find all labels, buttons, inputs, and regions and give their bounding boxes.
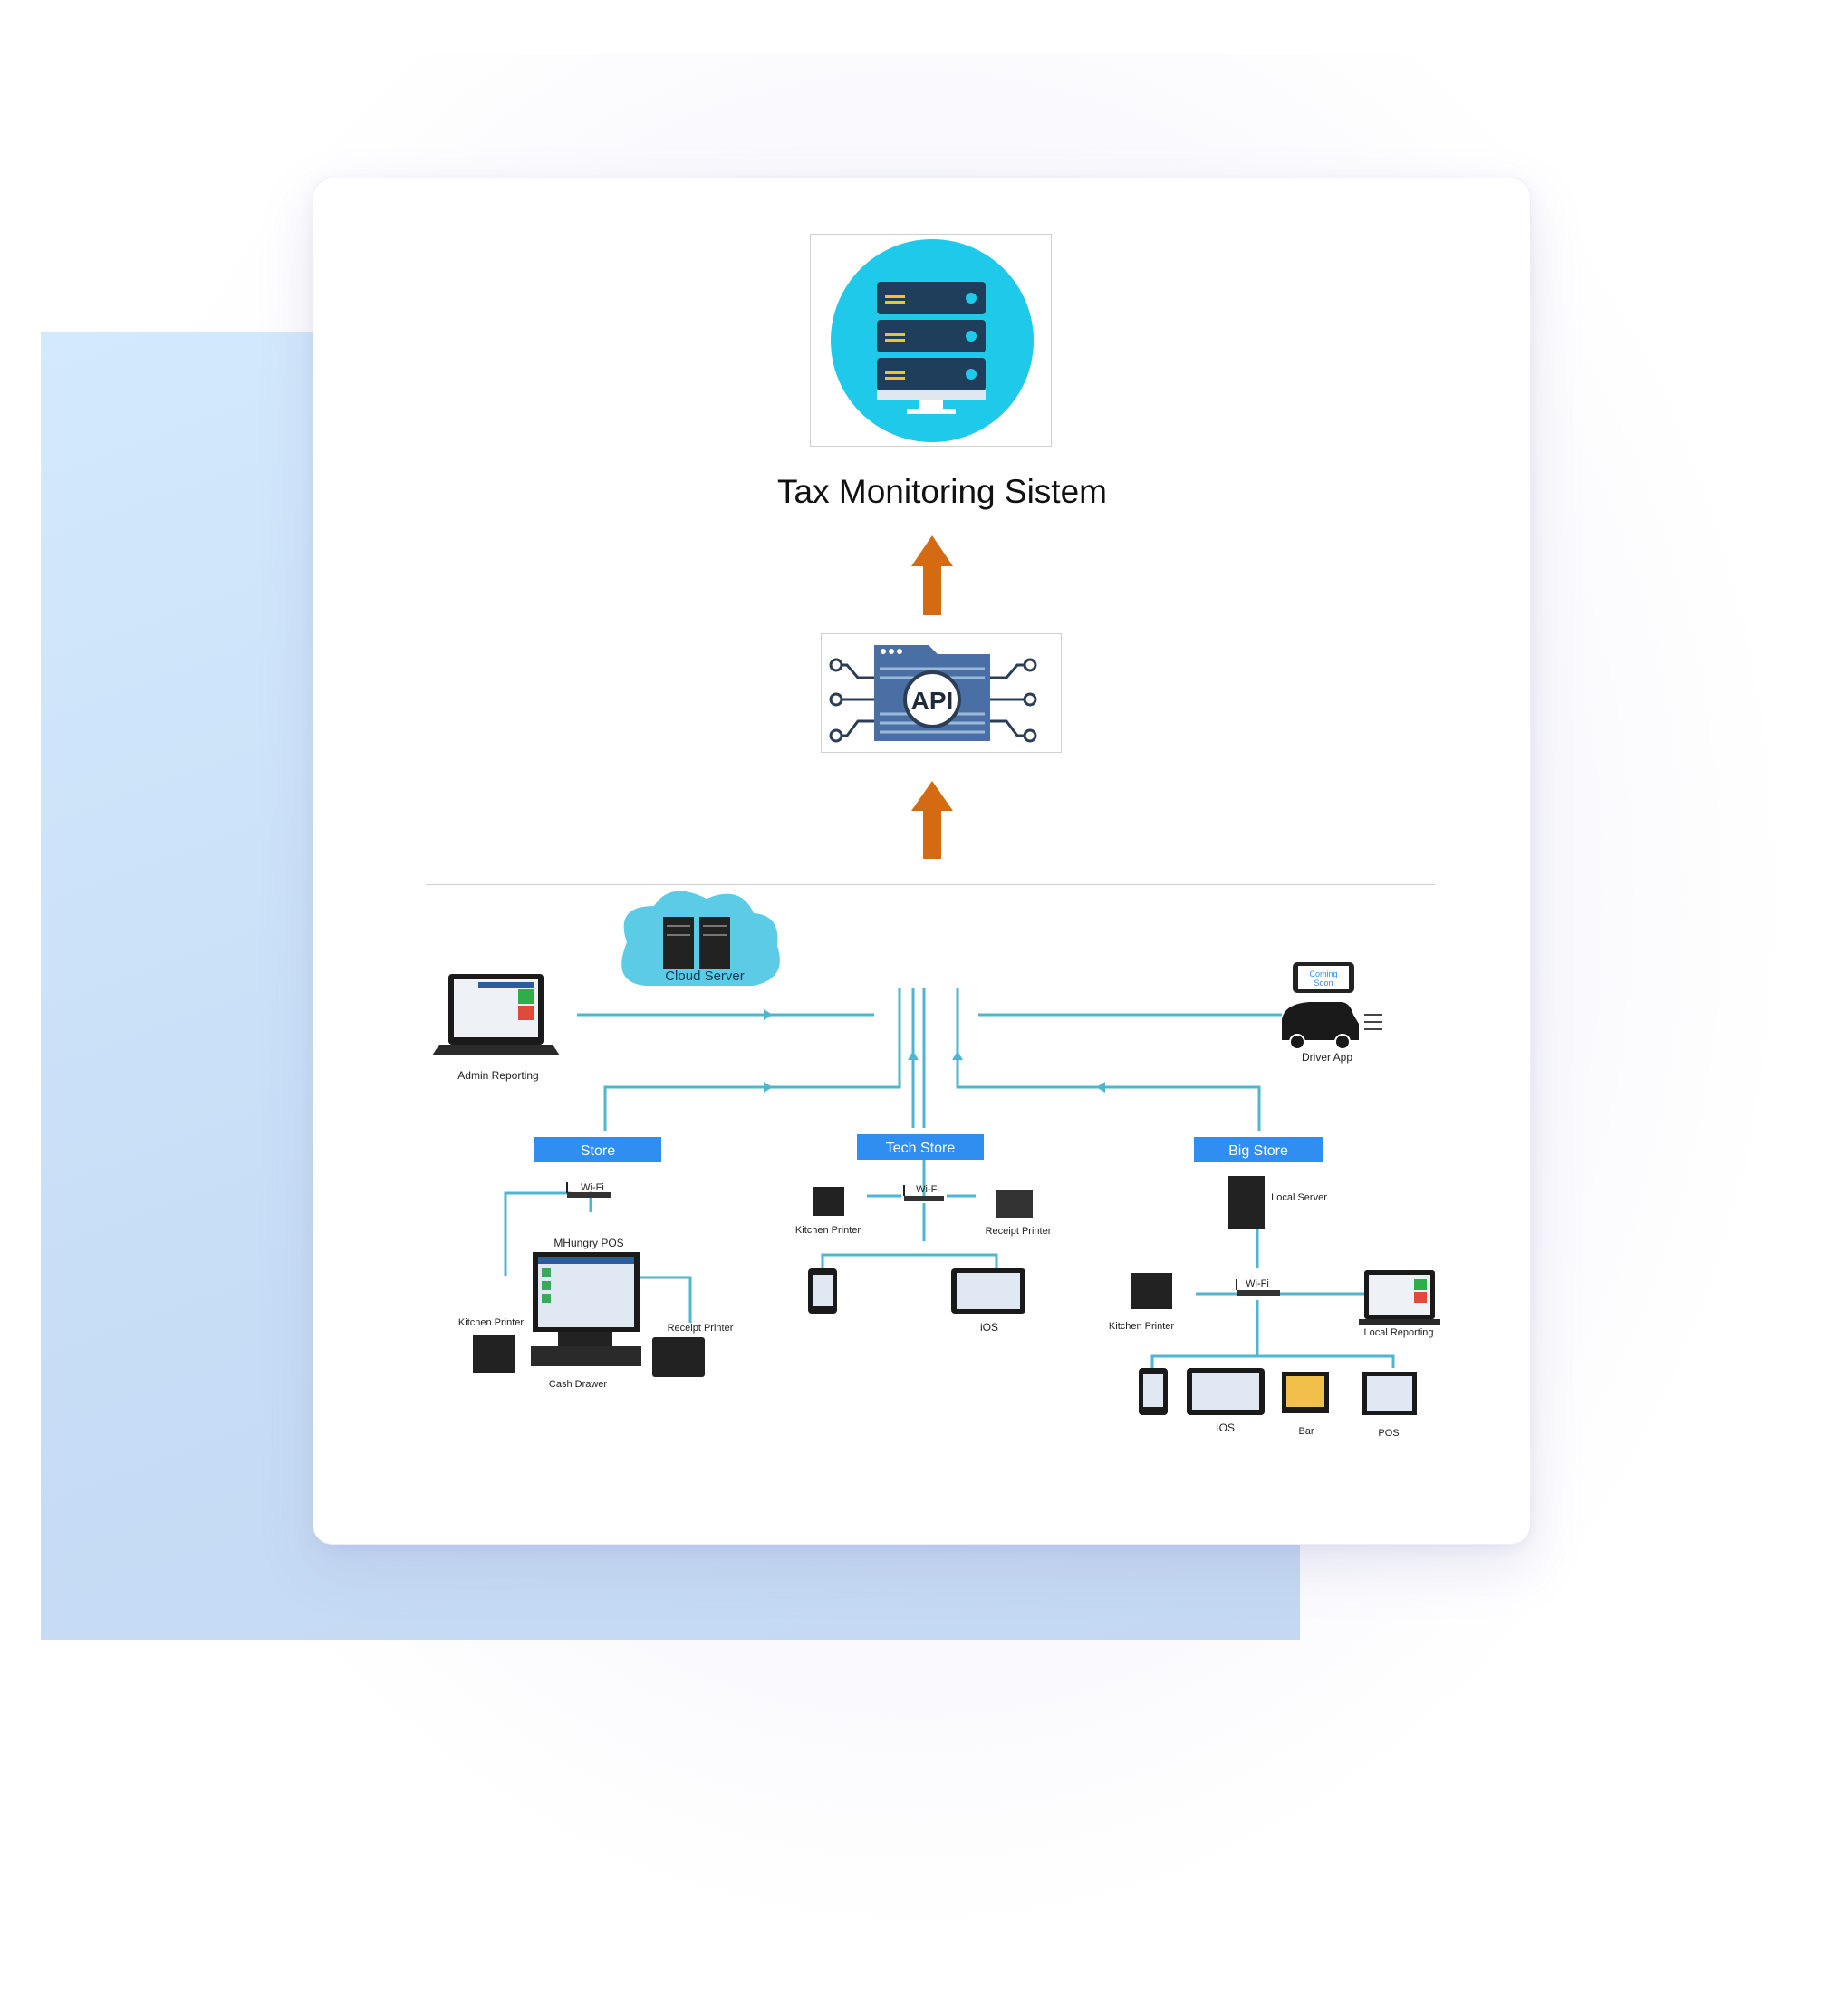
tech-store-banner <box>857 1134 984 1160</box>
bar-label: Bar <box>1298 1426 1314 1437</box>
big-store-label: Big Store <box>1228 1143 1288 1159</box>
tech-receipt-printer-icon <box>996 1190 1033 1218</box>
tech-ios-label: iOS <box>980 1321 998 1334</box>
coming-soon-text: Coming <box>1309 969 1337 978</box>
cash-drawer-label: Cash Drawer <box>549 1379 608 1390</box>
tech-store-label: Tech Store <box>886 1141 956 1156</box>
store-router-icon <box>566 1182 611 1198</box>
network-lines <box>504 988 1395 1368</box>
up-arrow-icon <box>911 781 953 859</box>
store-kitchen-printer-label: Kitchen Printer <box>458 1317 524 1328</box>
admin-laptop-icon <box>432 974 560 1055</box>
big-store-banner <box>1194 1137 1323 1162</box>
tech-wifi-label: Wi-Fi <box>916 1184 939 1195</box>
tech-kitchen-printer-label: Kitchen Printer <box>795 1225 861 1236</box>
api-icon-box: API <box>821 633 1062 753</box>
kitchen-printer-icon <box>473 1335 515 1373</box>
page-title: Tax Monitoring Sistem <box>777 473 1107 510</box>
driver-label: Driver App <box>1302 1051 1352 1064</box>
cloud-label: Cloud Server <box>665 969 745 984</box>
coming-soon-text-2: Soon <box>1314 978 1333 988</box>
up-arrow-icon <box>911 535 953 615</box>
big-ios-label: iOS <box>1217 1422 1235 1434</box>
server-monitor-icon <box>831 239 1034 442</box>
big-store-router-icon <box>1236 1279 1280 1296</box>
local-server-label: Local Server <box>1271 1192 1327 1203</box>
admin-label: Admin Reporting <box>457 1069 538 1082</box>
local-reporting-laptop-icon <box>1359 1270 1440 1325</box>
tax-server-icon-box <box>810 234 1052 447</box>
store-label: Store <box>581 1143 615 1159</box>
tech-router-icon <box>903 1185 944 1201</box>
pos-label: POS <box>1378 1428 1399 1439</box>
tech-receipt-printer-label: Receipt Printer <box>986 1226 1052 1237</box>
api-label: API <box>911 687 954 715</box>
section-divider <box>426 884 1435 885</box>
big-kitchen-printer-label: Kitchen Printer <box>1109 1321 1174 1332</box>
store-banner <box>534 1137 661 1162</box>
local-server-icon <box>1228 1176 1265 1229</box>
store-wifi-label: Wi-Fi <box>581 1182 604 1193</box>
mhungry-label: MHungry POS <box>553 1237 623 1249</box>
big-kitchen-printer-icon <box>1131 1273 1172 1309</box>
pos-network-diagram: Cloud Server Admin Reporting Coming Soon… <box>432 888 1440 1439</box>
receipt-printer-icon <box>652 1337 705 1377</box>
store-receipt-printer-label: Receipt Printer <box>668 1323 734 1334</box>
mhungry-pos-icon <box>531 1252 641 1366</box>
tech-kitchen-printer-icon <box>813 1187 844 1216</box>
big-store-wifi-label: Wi-Fi <box>1246 1278 1269 1289</box>
local-reporting-label: Local Reporting <box>1363 1327 1433 1338</box>
driver-app-icon <box>1282 962 1382 1050</box>
api-icon: API <box>829 645 1037 743</box>
